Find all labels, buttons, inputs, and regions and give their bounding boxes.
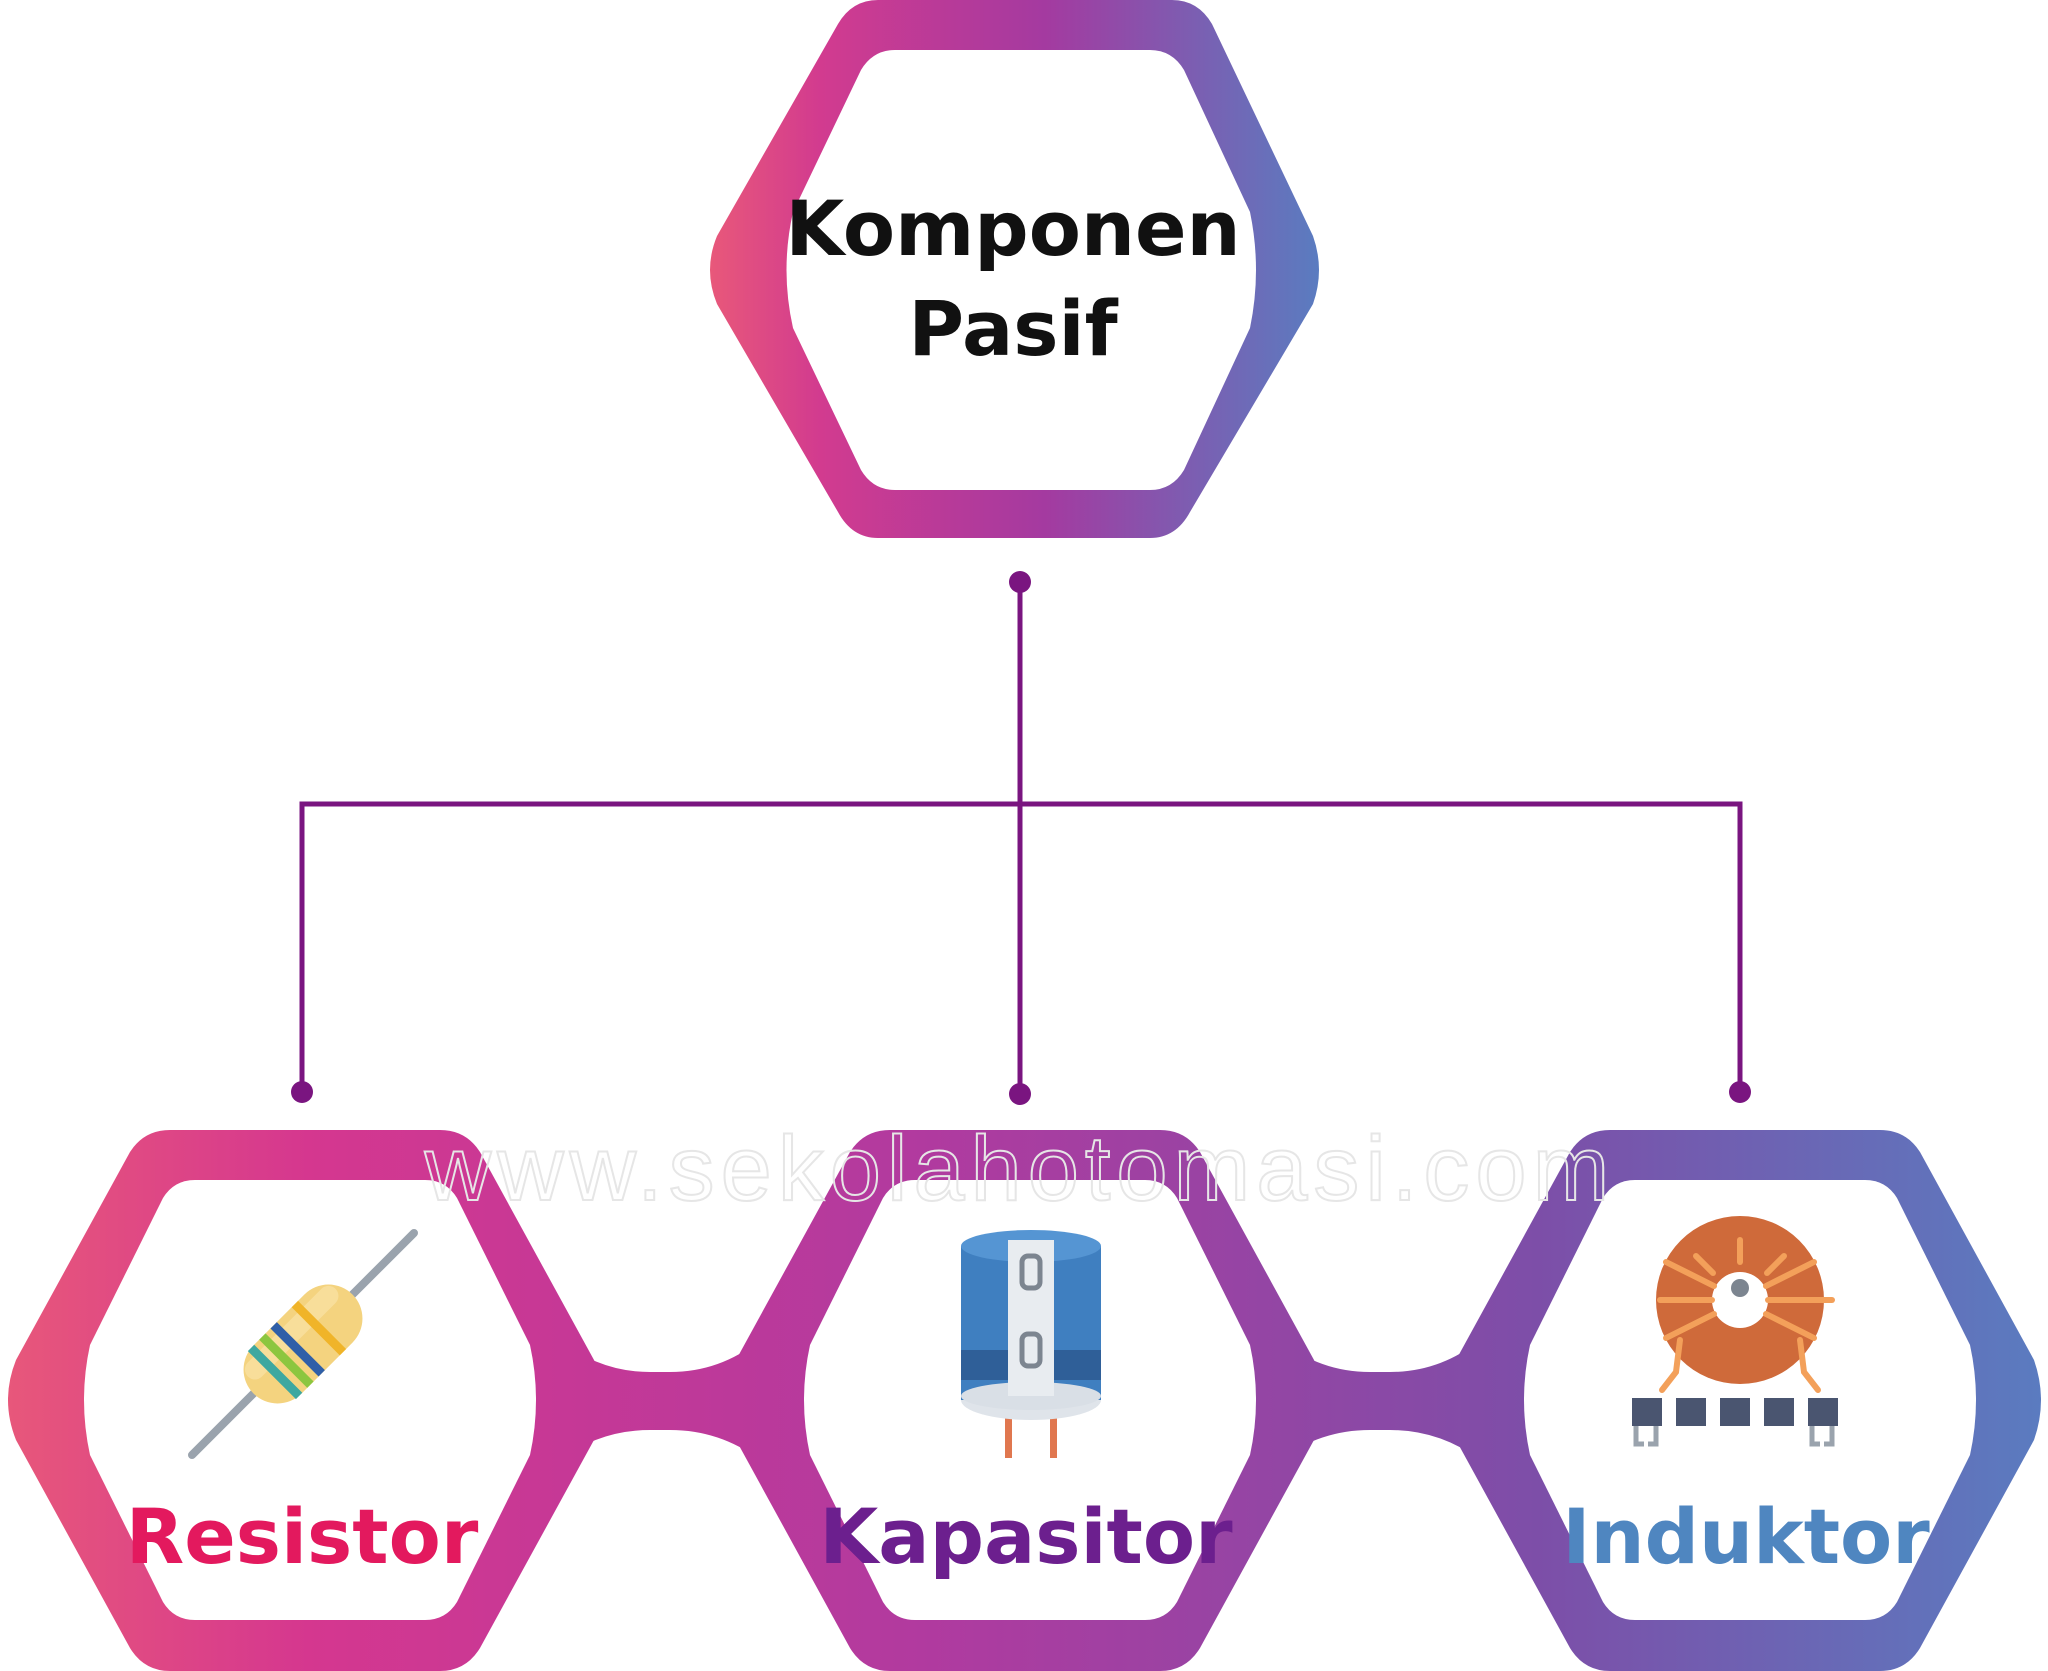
root-title-line1: Komponen	[785, 184, 1240, 273]
connector-dot-resistor	[291, 1081, 313, 1103]
hex-inner-resistor	[84, 1180, 536, 1620]
root-hex-inner	[786, 50, 1256, 490]
resistor-icon	[188, 1229, 418, 1459]
inductor-icon	[1632, 1216, 1868, 1447]
connector-dot-kapasitor	[1009, 1083, 1031, 1105]
label-kapasitor: Kapasitor	[819, 1492, 1233, 1581]
connector-dot-top	[1009, 571, 1031, 593]
connector-branch	[299, 801, 1743, 1090]
bridge-left	[560, 1340, 760, 1460]
root-title-line2: Pasif	[908, 284, 1118, 373]
connector-dot-induktor	[1729, 1081, 1751, 1103]
hex-inners	[84, 1180, 1976, 1620]
connector-lines	[299, 582, 1743, 1094]
root-node: Komponen Pasif	[710, 0, 1319, 538]
capacitor-icon	[961, 1230, 1101, 1458]
connector-dots	[291, 571, 1751, 1105]
watermark-text: www.sekolahotomasi.com	[424, 1118, 1615, 1220]
label-resistor: Resistor	[126, 1492, 479, 1581]
bridge-right	[1280, 1340, 1480, 1460]
label-induktor: Induktor	[1562, 1492, 1930, 1581]
